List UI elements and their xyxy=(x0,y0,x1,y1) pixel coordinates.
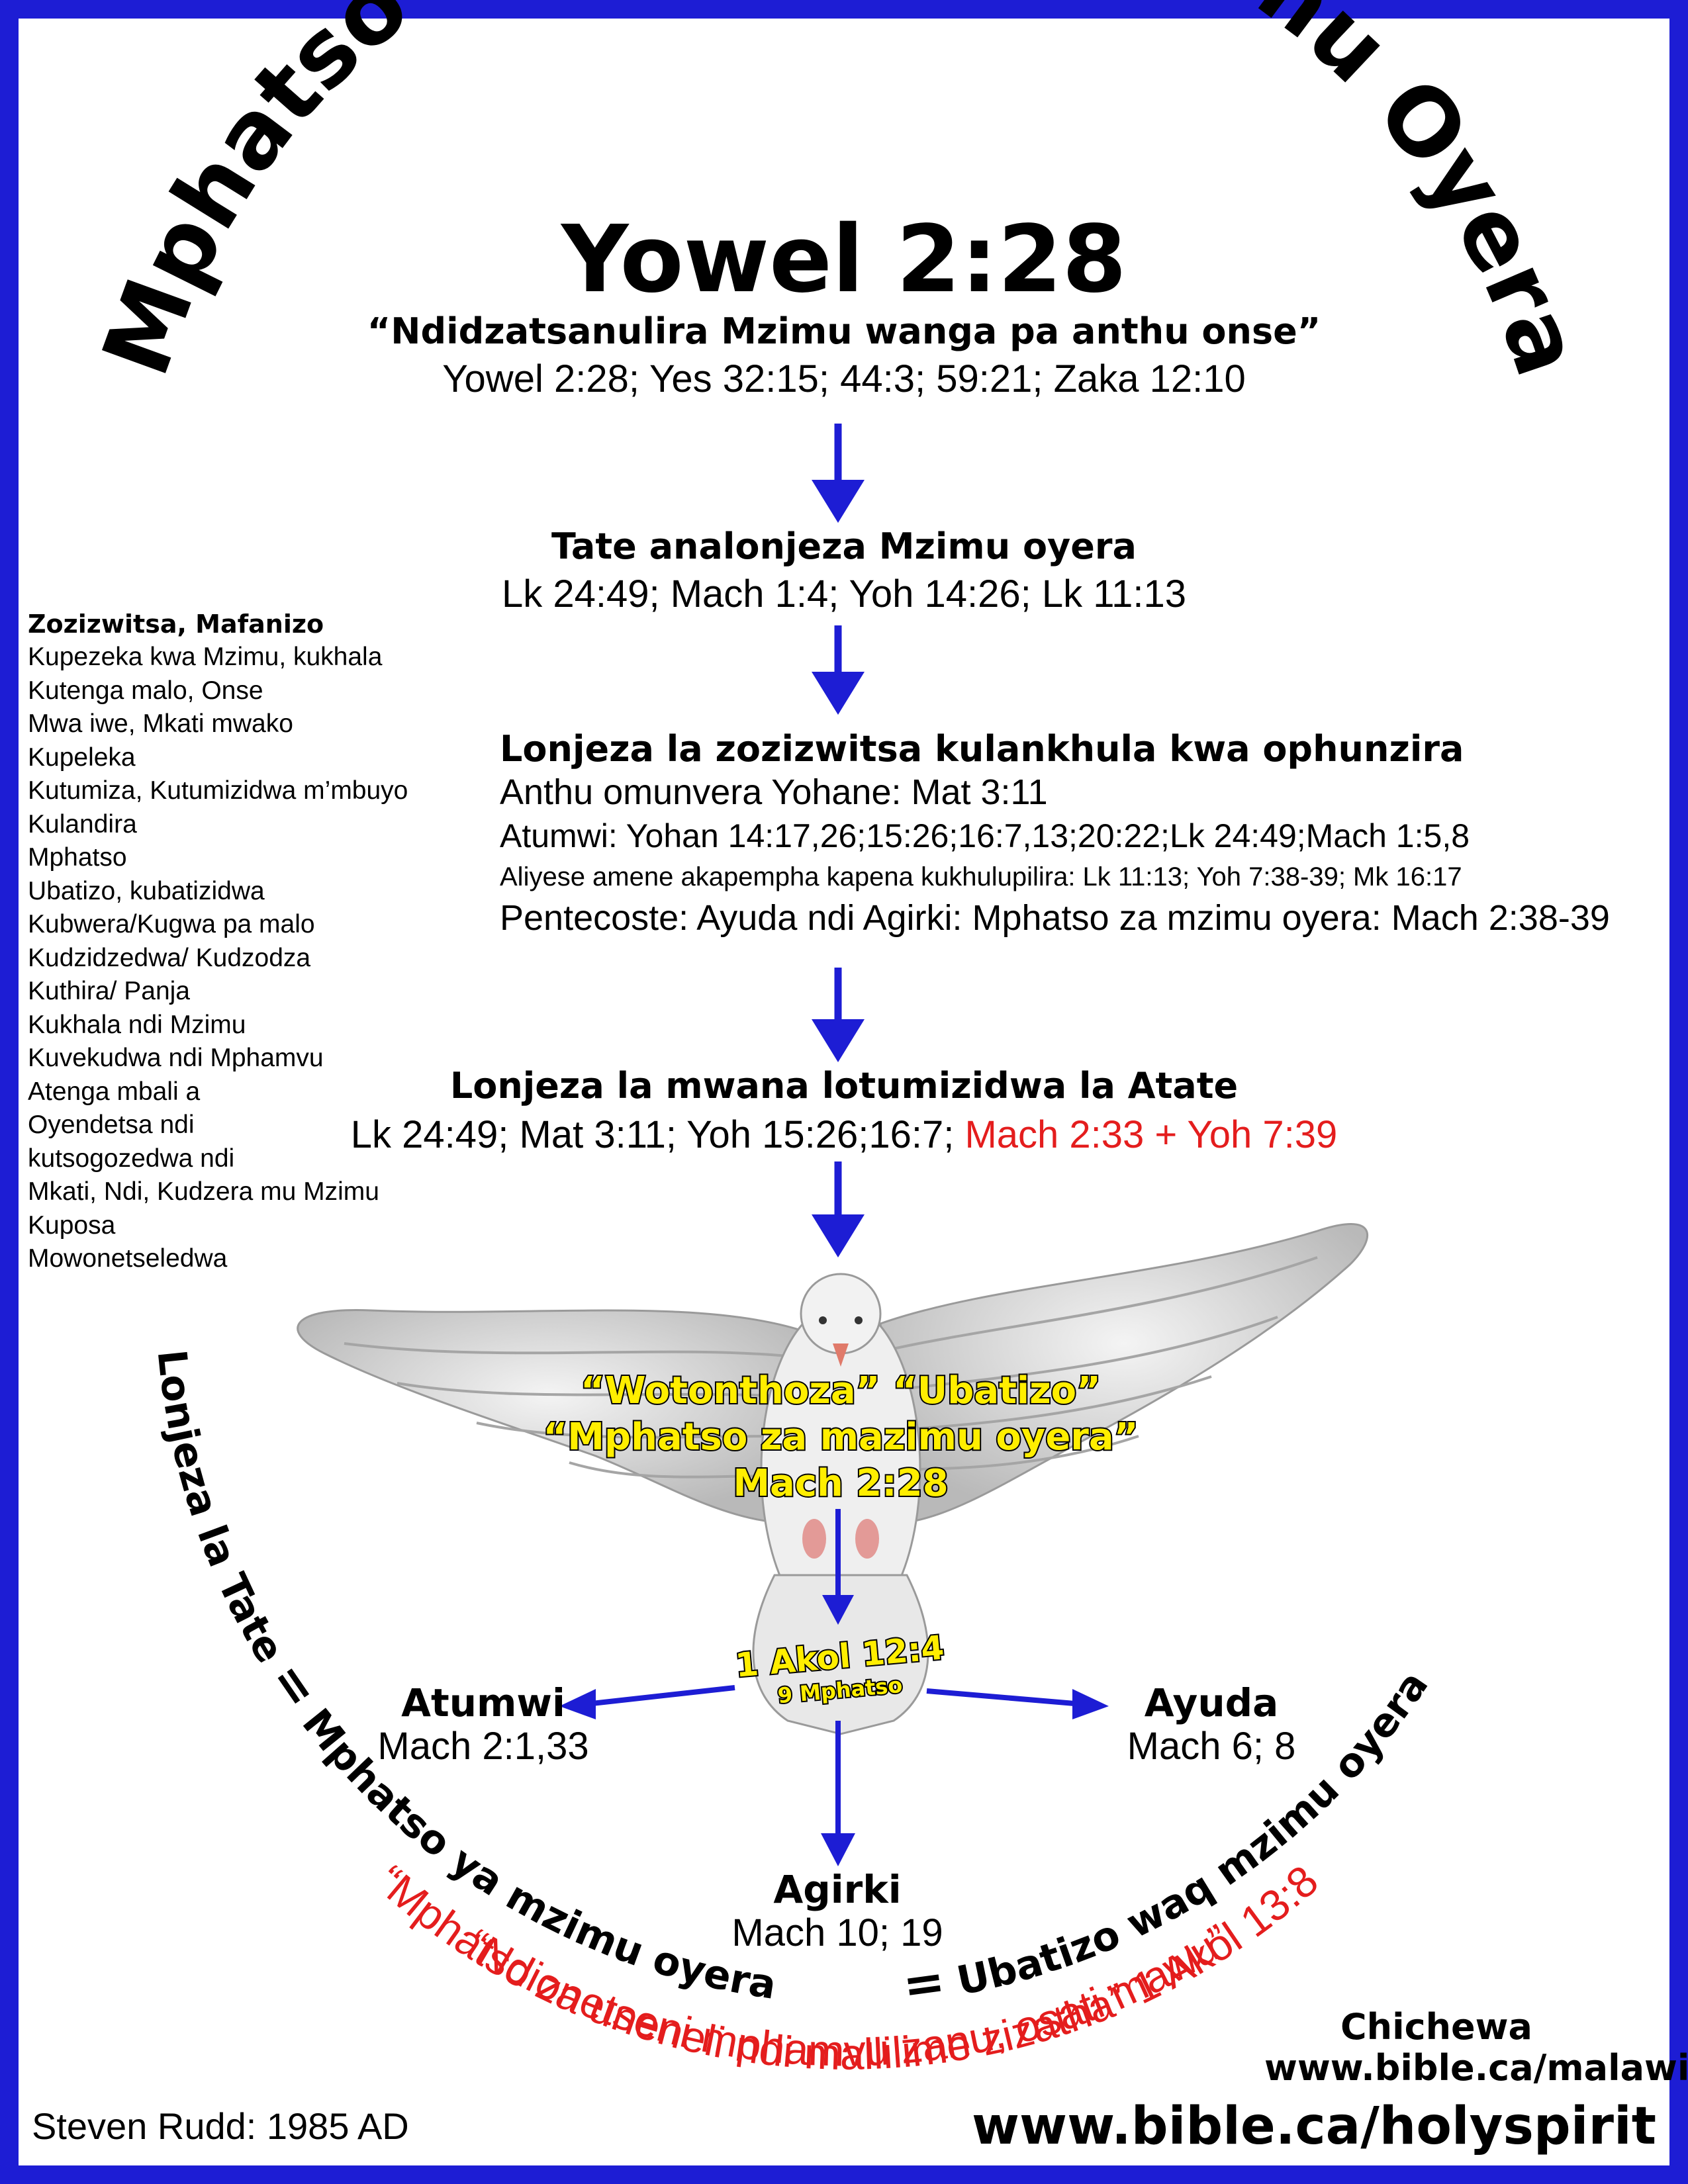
heading-quote: “Ndidzatsanulira Mzimu wanga pa anthu on… xyxy=(367,310,1321,352)
left-list-title: Zozizwitsa, Mafanizo xyxy=(28,610,324,639)
left-list-item: Kuthira/ Panja xyxy=(28,977,190,1005)
branch-left-ref: Mach 2:1,33 xyxy=(377,1725,589,1768)
step3-line-2: Atumwi: Yohan 14:17,26;15:26;16:7,13;20:… xyxy=(500,817,1470,854)
step4-title: Lonjeza la mwana lotumizidwa la Atate xyxy=(449,1065,1239,1107)
left-list-item: Kubwera/Kugwa pa malo xyxy=(28,910,315,938)
arrow-1 xyxy=(812,424,865,523)
arrow-4 xyxy=(812,1161,865,1257)
footer-links: Chichewa www.bible.ca/malawi xyxy=(1264,2006,1688,2089)
branch-right-ref: Mach 6; 8 xyxy=(1127,1725,1296,1768)
left-list-item: Kutumiza, Kutumizidwa m’mbuyo xyxy=(28,776,408,805)
left-list-item: Kutenga malo, Onse xyxy=(28,676,263,705)
dove-illustration xyxy=(297,1223,1368,1735)
arrow-3 xyxy=(812,968,865,1062)
branch-arrows xyxy=(559,1509,1109,1866)
branch-bottom: Agirki Mach 10; 19 xyxy=(698,1868,976,1955)
step3-line-1: Anthu omunvera Yohane: Mat 3:11 xyxy=(500,772,1048,812)
heading-refs: Yowel 2:28; Yes 32:15; 44:3; 59:21; Zaka… xyxy=(442,357,1246,400)
footer-url-small[interactable]: www.bible.ca/malawi xyxy=(1264,2047,1688,2089)
left-list-item: Kuvekudwa ndi Mphamvu xyxy=(28,1044,324,1072)
step4-refs-red: Mach 2:33 + Yoh 7:39 xyxy=(964,1113,1338,1156)
left-list-item: Mkati, Ndi, Kudzera mu Mzimu xyxy=(28,1177,379,1206)
footer-url-big[interactable]: www.bible.ca/holyspirit xyxy=(971,2097,1656,2156)
left-list-item: Kupeleka xyxy=(28,743,136,772)
step2-title: Tate analonjeza Mzimu oyera xyxy=(551,525,1137,567)
step2-refs: Lk 24:49; Mach 1:4; Yoh 14:26; Lk 11:13 xyxy=(501,572,1187,615)
step3-line-4: Pentecoste: Ayuda ndi Agirki: Mphatso za… xyxy=(500,898,1610,938)
step4-refs: Lk 24:49; Mat 3:11; Yoh 15:26;16:7; Mach… xyxy=(0,1113,1688,1157)
branch-left-title: Atumwi xyxy=(401,1680,565,1725)
left-list-item: Kukhala ndi Mzimu xyxy=(28,1010,246,1039)
flow-arrows xyxy=(812,424,865,1257)
left-list-item: Kupezeka kwa Mzimu, kukhala xyxy=(28,643,383,671)
branch-bottom-title: Agirki xyxy=(773,1867,902,1912)
dove-line-3: Mach 2:28 xyxy=(733,1462,948,1505)
author-credit: Steven Rudd: 1985 AD xyxy=(32,2105,409,2147)
left-list-item: Mowonetseledwa xyxy=(28,1244,228,1273)
left-list-item: kutsogozedwa ndi xyxy=(28,1144,235,1173)
step4-refs-black: Lk 24:49; Mat 3:11; Yoh 15:26;16:7; xyxy=(350,1113,955,1156)
branch-right: Ayuda Mach 6; 8 xyxy=(1072,1681,1350,1768)
arrow-2 xyxy=(812,625,865,715)
left-list-item: Ubatizo, kubatizidwa xyxy=(28,876,265,905)
left-list: Zozizwitsa, Mafanizo Kupezeka kwa Mzimu,… xyxy=(28,608,504,1276)
left-list-item: Mwa iwe, Mkati mwako xyxy=(28,709,293,738)
branch-right-title: Ayuda xyxy=(1144,1680,1279,1725)
dove-line-1: “Wotonthoza” “Ubatizo” xyxy=(581,1369,1101,1412)
heading-main: Yowel 2:28 xyxy=(561,206,1127,314)
left-list-item: Kudzidzedwa/ Kudzodza xyxy=(28,943,311,972)
branch-bottom-ref: Mach 10; 19 xyxy=(731,1911,943,1954)
left-list-item: Mphatso xyxy=(28,843,127,872)
dove-line-2: “Mphatso za mazimu oyera” xyxy=(543,1416,1138,1459)
footer-language: Chichewa xyxy=(1340,2006,1532,2048)
branch-left: Atumwi Mach 2:1,33 xyxy=(344,1681,622,1768)
step3-line-3: Aliyese amene akapempha kapena kukhulupi… xyxy=(500,862,1462,891)
left-list-item: Atenga mbali a xyxy=(28,1077,201,1106)
left-list-item: Kulandira xyxy=(28,809,137,839)
left-list-item: Kuposa xyxy=(28,1210,116,1240)
step3-block: Lonjeza la zozizwitsa kulankhula kwa oph… xyxy=(500,728,1665,940)
left-list-item: Oyendetsa ndi xyxy=(28,1111,195,1139)
step3-title: Lonjeza la zozizwitsa kulankhula kwa oph… xyxy=(500,728,1464,770)
